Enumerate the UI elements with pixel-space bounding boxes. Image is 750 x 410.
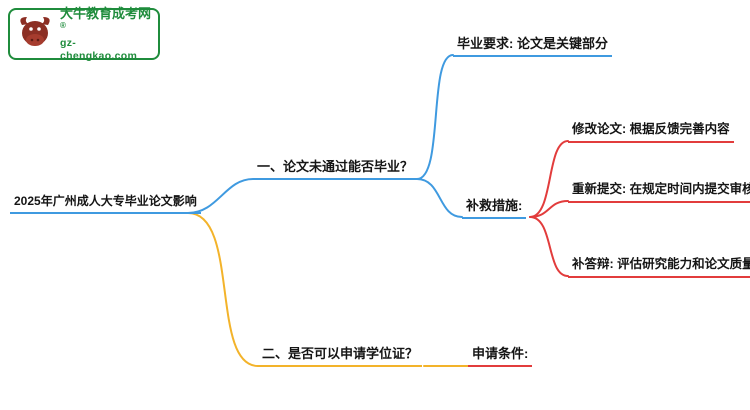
logo-title: 大牛教育成考网® xyxy=(60,5,152,31)
remedy-redefense-node: 补答辩: 评估研究能力和论文质量 xyxy=(568,255,750,278)
edge-remedy-resubmit xyxy=(529,200,569,218)
graduation-requirement-node: 毕业要求: 论文是关键部分 xyxy=(453,34,612,58)
registered-mark: ® xyxy=(60,21,66,31)
remedy-resubmit-node: 重新提交: 在规定时间内提交审核 xyxy=(568,180,750,203)
bull-icon xyxy=(16,14,54,55)
logo-subtitle: gz-chengkao.com xyxy=(60,37,138,62)
remedy-revise-node: 修改论文: 根据反馈完善内容 xyxy=(568,120,734,143)
branch-degree-cert-node: 二、是否可以申请学位证？ xyxy=(258,344,423,368)
branch-thesis-pass-node: 一、论文未通过能否毕业？ xyxy=(253,157,418,181)
edge-remedy-redefense xyxy=(529,216,569,277)
edge-remedy-revise xyxy=(529,140,569,218)
apply-condition-node: 申请条件: xyxy=(468,344,533,368)
root-node: 2025年广州成人大专毕业论文影响 xyxy=(10,192,201,214)
remedies-node: 补救措施: xyxy=(462,196,527,220)
site-logo: 大牛教育成考网® gz-chengkao.com xyxy=(8,5,160,62)
edge-question1-gradreq xyxy=(416,54,454,180)
edge-root-question2 xyxy=(187,212,259,367)
edge-question1-remedy xyxy=(416,178,463,218)
